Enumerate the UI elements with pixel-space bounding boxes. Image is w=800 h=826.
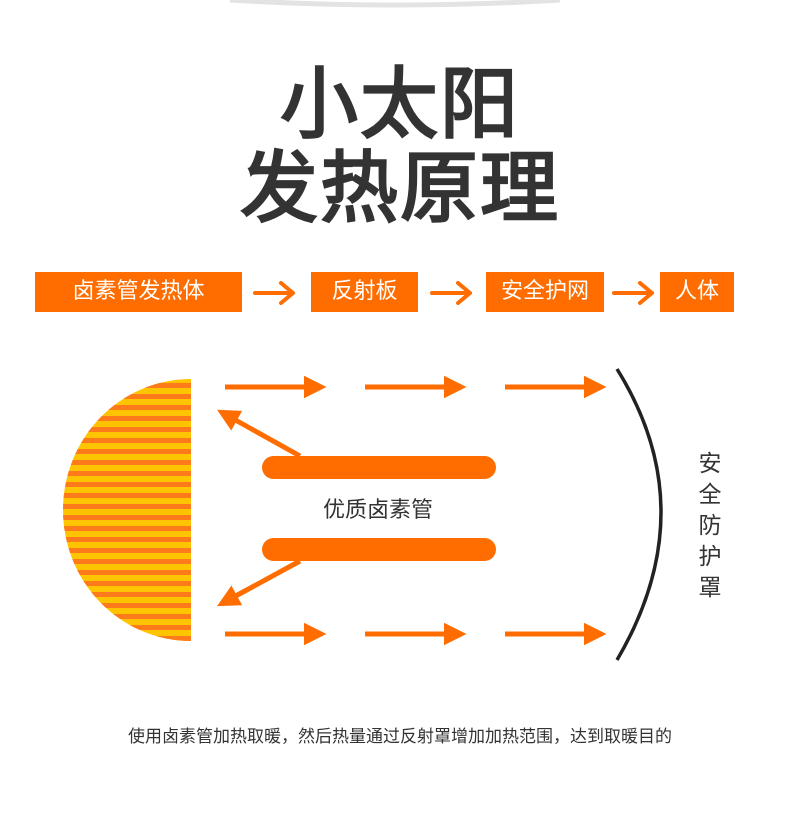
reflector-stripe: [63, 405, 191, 410]
flow-step-safety-net: 安全护网: [486, 272, 604, 312]
arrow-right-icon: [612, 281, 654, 305]
safety-guard-curve: [615, 368, 663, 661]
arrow-right-icon: [430, 281, 472, 305]
safety-guard-label: 安 全 防 护 罩: [699, 451, 722, 601]
flow-step-human-body: 人体: [660, 272, 734, 312]
reflector-stripe: [63, 504, 191, 509]
guard-label-char: 全: [699, 482, 722, 508]
guard-label-char: 安: [699, 451, 722, 477]
reflector-stripe: [63, 471, 191, 476]
reflector-stripe: [63, 394, 191, 399]
reflector-stripe: [63, 493, 191, 498]
top-decoration-arc: [229, 0, 561, 8]
caption-text: 使用卤素管加热取暖，然后热量通过反射罩增加加热范围，达到取暖目的: [128, 727, 672, 747]
guard-label-char: 防: [699, 513, 722, 539]
reflector-stripe: [63, 548, 191, 553]
reflector-stripe: [63, 581, 191, 586]
reflector-stripe: [63, 559, 191, 564]
reflector-stripe: [63, 438, 191, 443]
guard-label-char: 罩: [699, 575, 722, 601]
reflector-stripe: [63, 636, 191, 641]
reflector-stripe: [63, 460, 191, 465]
flow-step-reflector: 反射板: [311, 272, 418, 312]
ray-to-reflector-top: [217, 409, 302, 459]
halogen-tube-top: [262, 456, 496, 479]
page-title-line1: 小太阳: [279, 60, 520, 150]
reflector-stripe: [63, 526, 191, 531]
reflector-stripe: [63, 416, 191, 421]
ray-to-reflector-bottom: [217, 558, 302, 607]
reflector-stripe: [63, 427, 191, 432]
reflector-stripe: [63, 537, 191, 542]
guard-label-char: 护: [699, 544, 722, 570]
halogen-tube-bottom: [262, 538, 496, 561]
page-title-line2: 发热原理: [239, 144, 560, 234]
reflector-stripe: [63, 515, 191, 520]
reflector-stripe: [63, 592, 191, 597]
flow-step-heater: 卤素管发热体: [35, 272, 242, 312]
reflector-dish: [63, 379, 191, 641]
reflector-stripe: [63, 603, 191, 608]
reflector-stripe: [63, 625, 191, 630]
reflector-stripe: [63, 482, 191, 487]
reflector-stripe: [63, 570, 191, 575]
halogen-tube-label: 优质卤素管: [323, 498, 433, 523]
arrow-right-icon: [253, 281, 295, 305]
reflector-stripe: [63, 614, 191, 619]
reflector-stripe: [63, 383, 191, 388]
heating-principle-diagram: 优质卤素管 安 全 防 护 罩: [63, 368, 722, 661]
reflector-stripe: [63, 449, 191, 454]
